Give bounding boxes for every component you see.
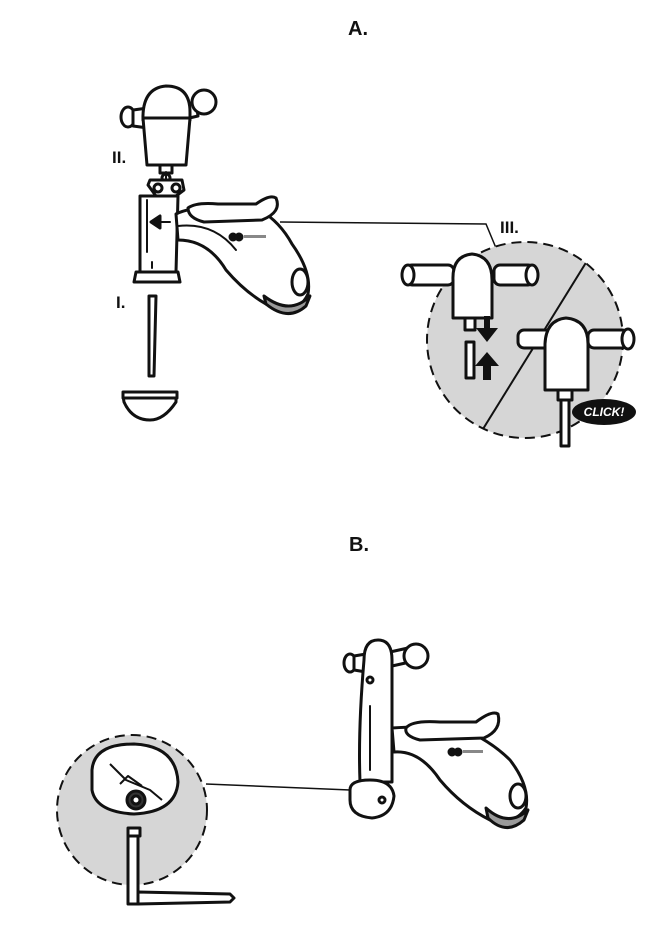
callout-connector-b: [205, 783, 351, 791]
section-a-label: A.: [348, 18, 368, 40]
bike-a: [119, 84, 312, 422]
callout-b: [56, 734, 236, 906]
click-callout: CLICK!: [572, 399, 636, 425]
section-b-label: B.: [349, 534, 369, 556]
arrow-up-icon: [475, 352, 499, 380]
handlebar-a: [119, 84, 218, 184]
callout-connector-a: [279, 221, 497, 249]
step-ii-label: II.: [112, 148, 127, 167]
click-text: CLICK!: [584, 405, 625, 419]
tool-a: [121, 294, 179, 422]
bike-b: [342, 638, 530, 829]
step-i-label: I.: [116, 293, 126, 312]
arrow-down-icon: [476, 316, 498, 342]
frame-a: [132, 178, 312, 315]
step-iii-label: III.: [500, 218, 519, 237]
callout-iii: CLICK!: [400, 241, 636, 448]
